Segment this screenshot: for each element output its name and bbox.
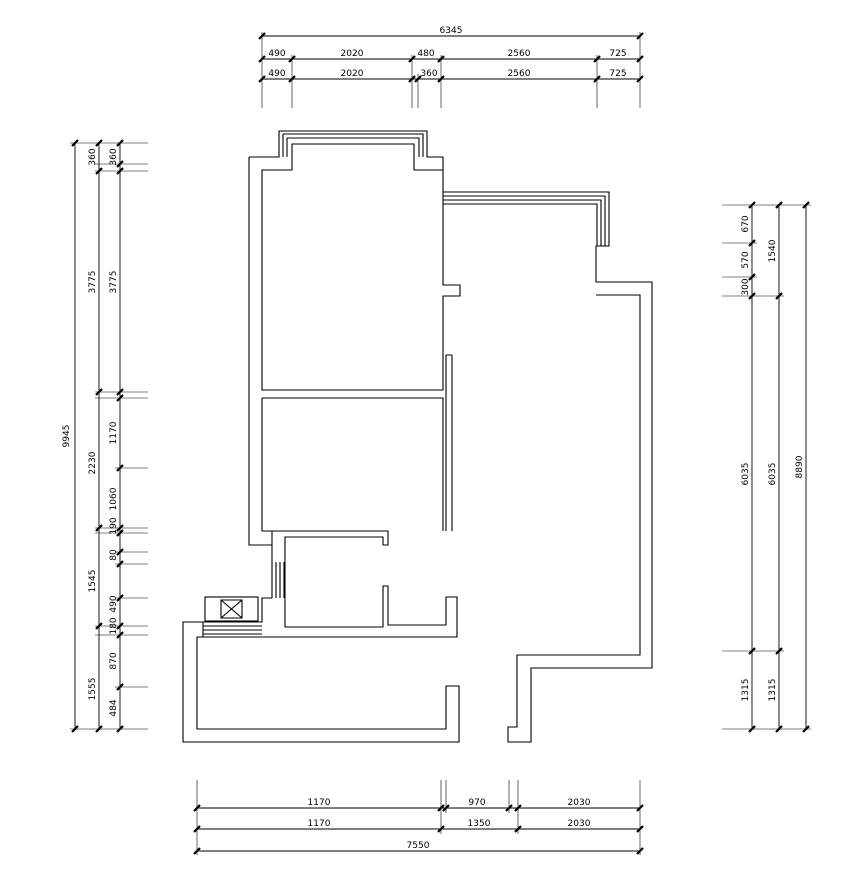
dim-top-r1-3: 480 <box>417 49 434 59</box>
dim-bottom-r1-1: 1170 <box>308 798 331 808</box>
dim-right-inner-4: 6035 <box>741 463 751 486</box>
dim-right-inner-2: 570 <box>741 251 751 268</box>
left-outer-wall <box>182 157 460 743</box>
dim-left-inner-8: 180 <box>109 617 119 634</box>
dim-left-outer-2: 3775 <box>88 271 98 294</box>
dim-top-r1-4: 2560 <box>508 49 531 59</box>
dim-left-outer-1: 360 <box>88 148 98 165</box>
walls <box>182 130 653 743</box>
equipment-box-cross <box>220 599 243 619</box>
window-right <box>443 195 606 246</box>
bedroom-divider <box>261 397 444 532</box>
inner-partition <box>445 354 453 531</box>
dim-left-outer-5: 1555 <box>88 678 98 701</box>
stair-hatch <box>202 562 285 637</box>
dim-bottom-r2-2: 1350 <box>468 819 491 829</box>
dim-top-total: 6345 <box>440 26 463 36</box>
equipment-box <box>204 596 259 622</box>
dim-left-inner-4: 1060 <box>109 487 119 510</box>
dim-bottom-r1-3: 2030 <box>568 798 591 808</box>
dim-left-inner-9: 870 <box>109 652 119 669</box>
bottom-ticks <box>193 804 644 855</box>
bottom-dimensions: 1170 970 2030 1170 1350 2030 7550 <box>193 780 644 855</box>
top-ticks <box>258 32 644 83</box>
dim-left-inner-3: 1170 <box>109 421 119 444</box>
dim-left-inner-10: 484 <box>109 699 119 716</box>
dim-top-r2-3: 360 <box>420 69 437 79</box>
dim-left-inner-7: 490 <box>109 595 119 612</box>
right-ticks <box>748 201 810 733</box>
dim-left-inner-5: 190 <box>109 517 119 534</box>
dim-left-total: 9945 <box>62 425 72 448</box>
dim-top-r2-5: 725 <box>609 69 626 79</box>
dim-left-inner-1: 360 <box>109 148 119 165</box>
dim-right-outer: 8890 <box>795 455 805 478</box>
dim-right-inner-5: 1315 <box>741 679 751 702</box>
dim-bottom-r1-2: 970 <box>468 798 485 808</box>
dim-top-r2-4: 2560 <box>508 69 531 79</box>
dim-right-inner-3: 300 <box>741 278 751 295</box>
dim-bottom-r2-3: 2030 <box>568 819 591 829</box>
dim-left-outer-4: 1545 <box>88 570 98 593</box>
dim-bottom-total: 7550 <box>407 841 430 851</box>
dim-left-outer-3: 2230 <box>88 451 98 474</box>
dim-right-inner-1: 670 <box>741 215 751 232</box>
right-dimensions: 8890 1540 6035 1315 670 570 300 6035 131… <box>722 201 811 733</box>
dim-bottom-r2-1: 1170 <box>308 819 331 829</box>
dim-top-r1-5: 725 <box>609 49 626 59</box>
dim-left-inner-2: 3775 <box>109 271 119 294</box>
dim-right-mid-2: 6035 <box>768 463 778 486</box>
dim-left-inner-6: 80 <box>109 549 119 561</box>
dim-top-r1-2: 2020 <box>341 49 364 59</box>
outer-wall <box>249 130 653 743</box>
left-ticks <box>71 139 124 733</box>
window-top <box>282 133 424 157</box>
dim-top-r2-2: 2020 <box>341 69 364 79</box>
top-dimensions: 6345 490 2020 480 2560 725 490 2020 360 … <box>258 26 644 108</box>
dim-top-r2-1: 490 <box>268 69 285 79</box>
dim-right-mid-1: 1540 <box>768 239 778 262</box>
left-dimensions: 9945 360 3775 2230 1545 1555 360 3775 11… <box>62 139 148 733</box>
dim-top-r1-1: 490 <box>268 49 285 59</box>
dim-right-mid-3: 1315 <box>768 679 778 702</box>
